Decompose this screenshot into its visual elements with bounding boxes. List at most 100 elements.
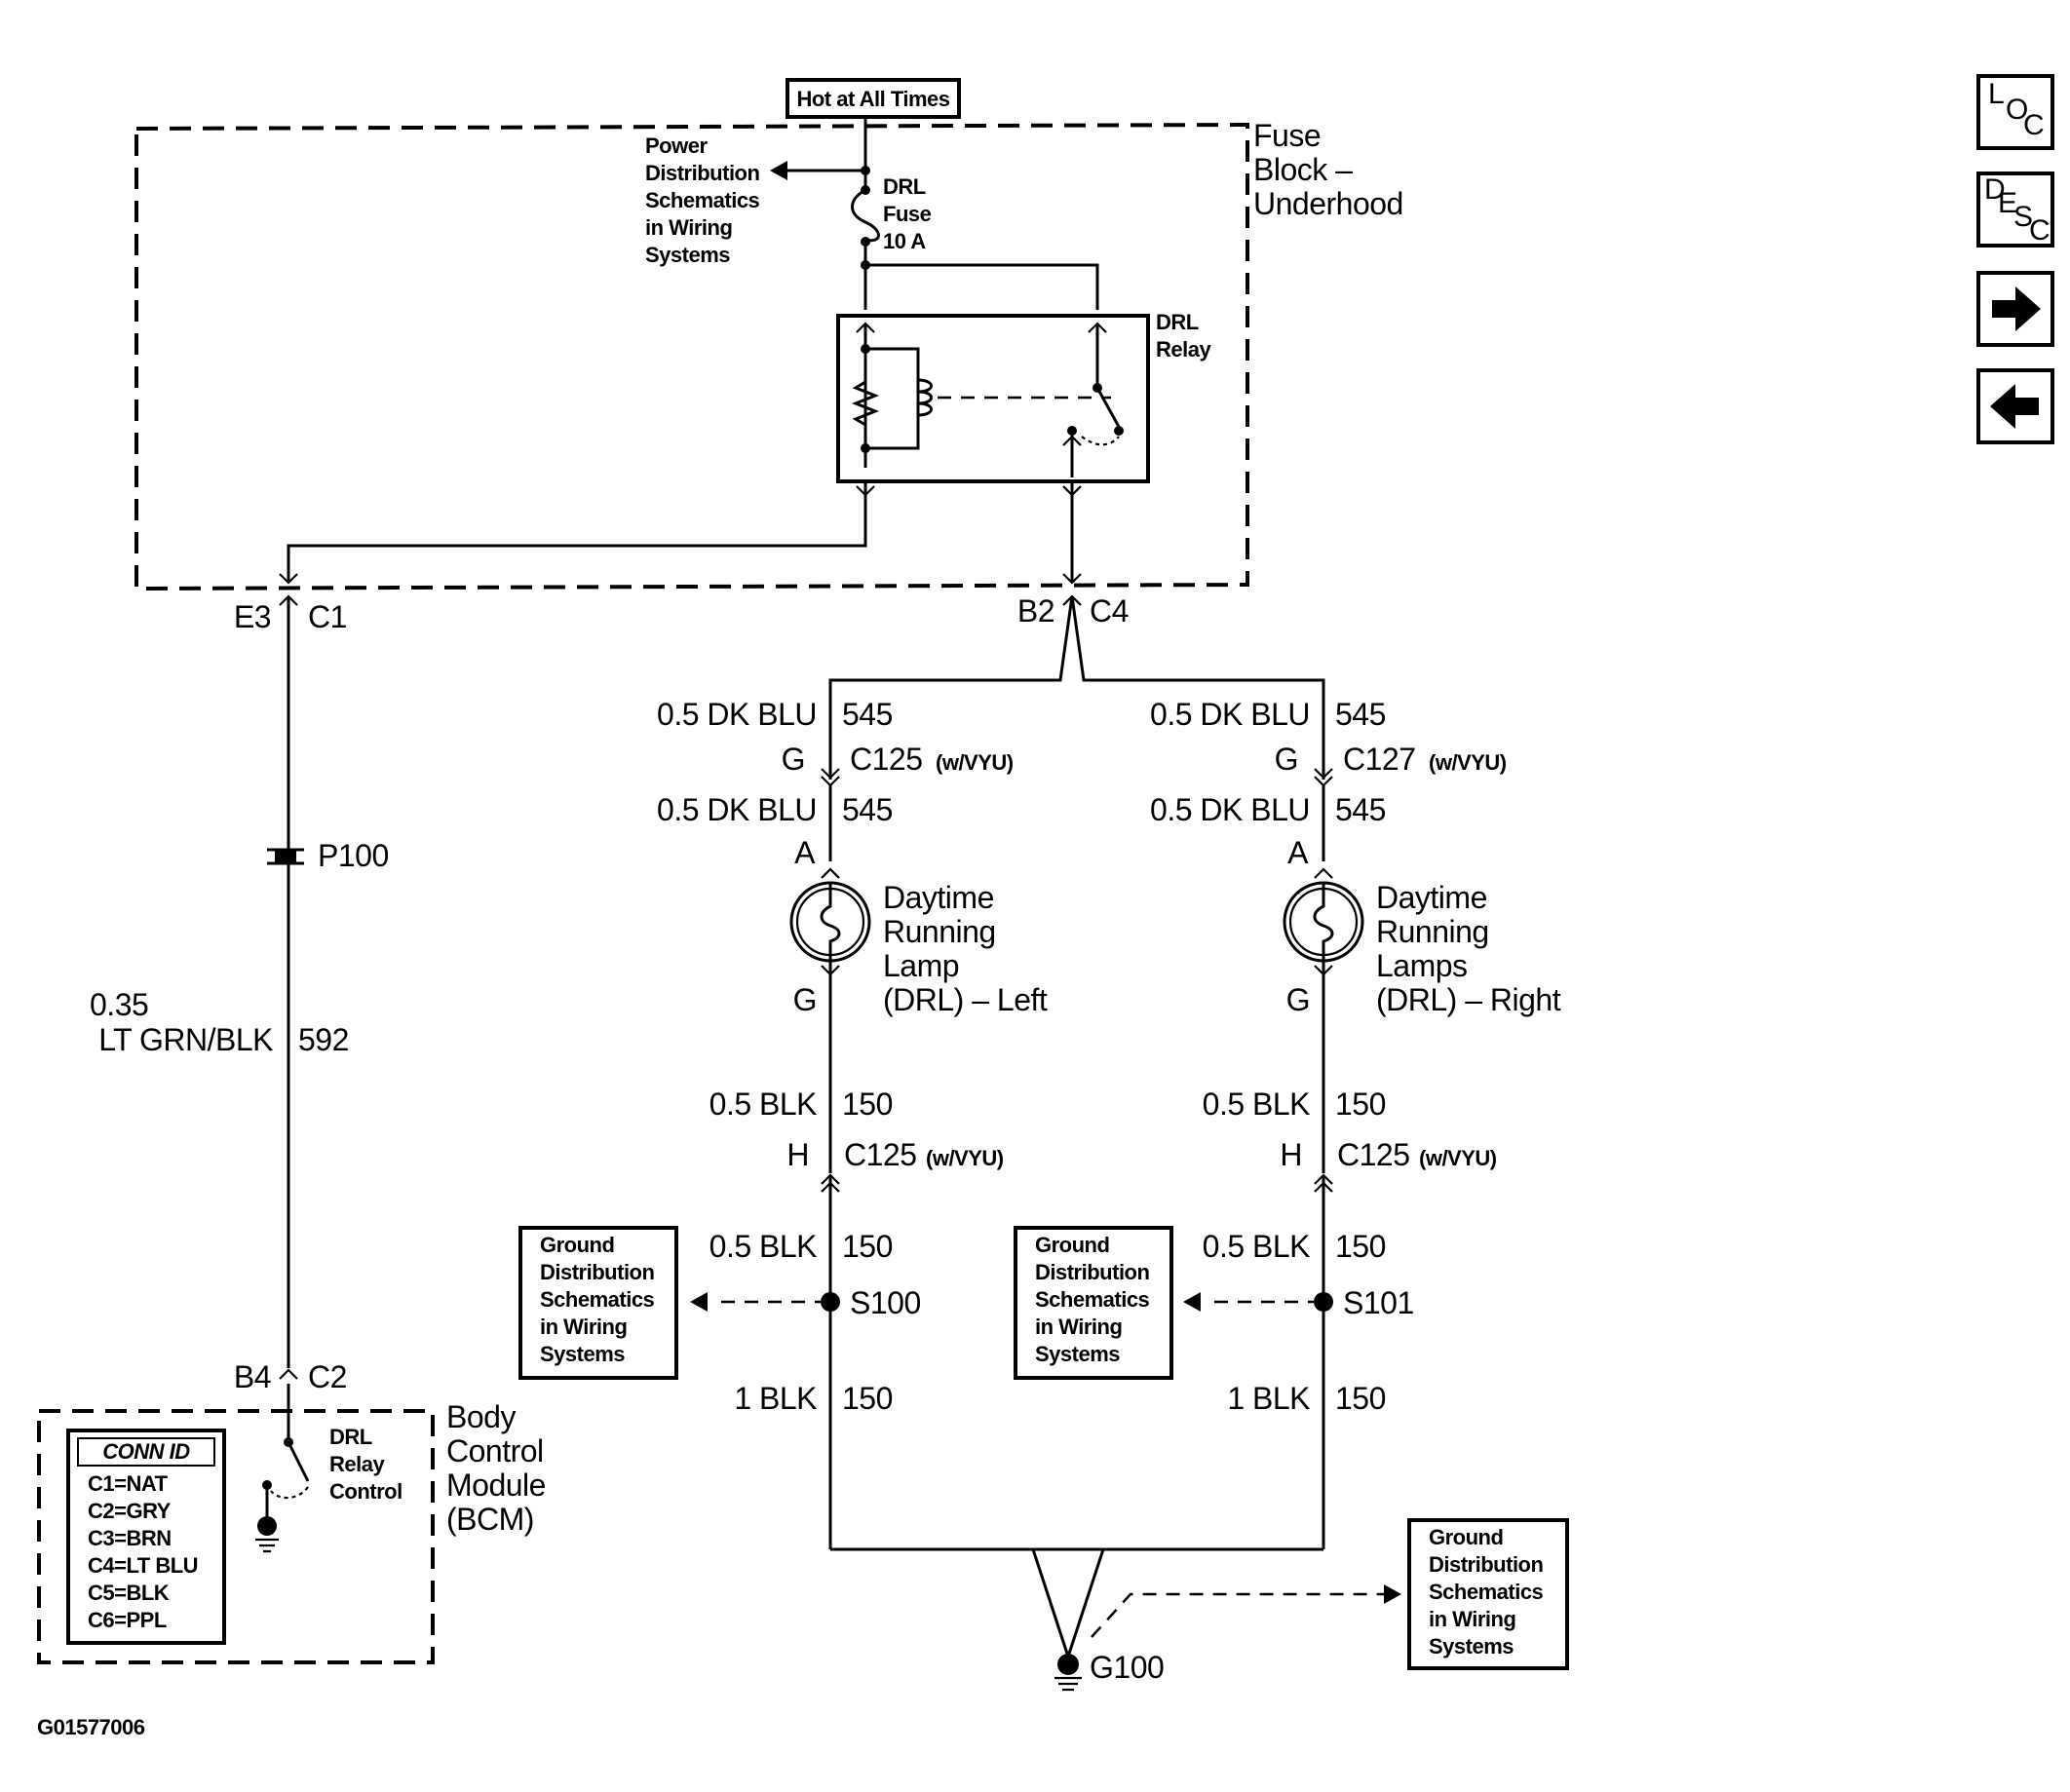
fuse-block-title-2: Block – [1253, 152, 1353, 187]
right-splice: S101 [1343, 1285, 1414, 1320]
forward-button[interactable] [1976, 271, 2054, 347]
right-w5-num: 150 [1335, 1381, 1386, 1416]
right-w3-num: 150 [1335, 1087, 1386, 1122]
right-w4-color: 0.5 BLK [1203, 1229, 1311, 1264]
right-pin-a: A [1287, 835, 1309, 870]
bottom-gd-1: Ground [1429, 1525, 1503, 1549]
arrow-left-icon [770, 161, 787, 180]
wire592-color: LT GRN/BLK [98, 1022, 273, 1057]
wire592-number: 592 [298, 1022, 349, 1057]
left-gd-4: in Wiring [540, 1315, 627, 1339]
svg-text:E: E [1998, 187, 2017, 219]
conn-id-c1: C1=NAT [88, 1471, 169, 1496]
conn-id-c3: C3=BRN [88, 1526, 172, 1550]
drl-relay-control-2: Relay [329, 1452, 385, 1476]
drl-fuse-label-3: 10 A [883, 229, 926, 253]
left-gd-3: Schematics [540, 1287, 655, 1312]
left-lamp-3: Lamp [883, 948, 959, 983]
wire-545-split-right [1070, 595, 1325, 733]
left-w3-color: 0.5 BLK [709, 1087, 818, 1122]
svg-text:C: C [2023, 109, 2044, 141]
drl-relay-control-3: Control [329, 1479, 402, 1504]
left-conn-name: C125 [850, 742, 923, 777]
right-conn2-pin: H [1280, 1137, 1302, 1172]
left-w5-color: 1 BLK [734, 1381, 817, 1416]
power-dist-4: in Wiring [645, 215, 732, 240]
left-drl-branch: 0.5 DK BLU 545 G C125 (w/VYU) 0.5 DK BLU… [518, 697, 1048, 1549]
bcm-title-4: (BCM) [446, 1502, 534, 1537]
right-conn-opt: (w/VYU) [1429, 750, 1507, 775]
wire-592: P100 0.35 LT GRN/BLK 592 [90, 596, 389, 1368]
arrow-left-icon [1990, 384, 2039, 429]
conn-id-c6: C6=PPL [88, 1608, 167, 1632]
left-w2-num: 545 [842, 792, 893, 827]
svg-text:D: D [1984, 173, 2005, 206]
arrow-right-icon [1992, 286, 2041, 331]
splice-s101 [1314, 1292, 1333, 1312]
right-conn2-name: C125 [1337, 1137, 1410, 1172]
right-w4-num: 150 [1335, 1229, 1386, 1264]
right-w2-color: 0.5 DK BLU [1150, 792, 1310, 827]
right-lamp-3: Lamps [1376, 948, 1468, 983]
drl-relay-label-2: Relay [1156, 337, 1211, 362]
drl-fuse-icon [851, 188, 880, 243]
pin-b2: B2 [1017, 593, 1054, 629]
relay-switch-icon [1095, 387, 1121, 428]
right-pin-g: G [1286, 982, 1310, 1017]
left-lamp-1: Daytime [883, 880, 994, 915]
ground-g100: G100 Ground Distribution Schematics in W… [830, 1518, 1569, 1692]
right-gd-3: Schematics [1035, 1287, 1150, 1312]
left-w4-color: 0.5 BLK [709, 1229, 818, 1264]
ground-icon [1057, 1654, 1079, 1675]
left-pin-g: G [793, 982, 817, 1017]
left-w4-num: 150 [842, 1229, 893, 1264]
conn-c2: C2 [308, 1359, 347, 1394]
drl-relay-control-1: DRL [329, 1425, 372, 1449]
p100-label: P100 [318, 838, 389, 873]
drl-fuse-label-1: DRL [883, 174, 926, 199]
bcm-title-3: Module [446, 1468, 546, 1503]
left-lamp-2: Running [883, 914, 996, 949]
desc-button[interactable]: D E S C [1976, 172, 2054, 248]
right-conn2-opt: (w/VYU) [1419, 1146, 1497, 1170]
conn-id-c5: C5=BLK [88, 1581, 170, 1605]
fuse-block-underhood: Hot at All Times Fuse Block – Underhood … [134, 78, 1403, 591]
svg-text:C: C [2029, 214, 2050, 247]
power-dist-3: Schematics [645, 188, 760, 212]
right-w2-num: 545 [1335, 792, 1386, 827]
right-lamp-2: Running [1376, 914, 1489, 949]
right-lamp-4: (DRL) – Right [1376, 982, 1561, 1017]
splice-s100 [821, 1292, 840, 1312]
left-gd-1: Ground [540, 1233, 614, 1257]
bcm-ground-icon [257, 1516, 277, 1536]
right-conn-name: C127 [1343, 742, 1416, 777]
conn-c4: C4 [1090, 593, 1129, 629]
left-pin-a: A [794, 835, 816, 870]
bottom-gd-5: Systems [1429, 1634, 1514, 1659]
right-w1-color: 0.5 DK BLU [1150, 697, 1310, 732]
left-gd-2: Distribution [540, 1260, 654, 1284]
left-w1-num: 545 [842, 697, 893, 732]
right-drl-branch: 0.5 DK BLU 545 G C127 (w/VYU) 0.5 DK BLU… [1014, 697, 1561, 1549]
right-gd-2: Distribution [1035, 1260, 1149, 1284]
left-w2-color: 0.5 DK BLU [657, 792, 817, 827]
fuse-block-title-1: Fuse [1253, 118, 1321, 153]
loc-button[interactable]: L O C [1976, 74, 2054, 150]
right-w5-color: 1 BLK [1227, 1381, 1310, 1416]
svg-text:S: S [2013, 201, 2033, 233]
back-button[interactable] [1976, 368, 2054, 444]
bottom-ground-dist-box [1407, 1518, 1569, 1670]
left-splice: S100 [850, 1285, 921, 1320]
ground-label: G100 [1090, 1650, 1164, 1685]
right-ground-dist-box [1014, 1226, 1173, 1380]
power-dist-1: Power [645, 133, 708, 158]
power-dist-5: Systems [645, 243, 730, 267]
connector-b2-c4: B2 C4 [1017, 572, 1129, 629]
right-gd-1: Ground [1035, 1233, 1109, 1257]
left-conn-opt: (w/VYU) [936, 750, 1014, 775]
right-w1-num: 545 [1335, 697, 1386, 732]
left-lamp-4: (DRL) – Left [883, 982, 1048, 1017]
bottom-gd-3: Schematics [1429, 1580, 1544, 1604]
drl-fuse-label-2: Fuse [883, 202, 932, 226]
right-conn-pin: G [1275, 742, 1298, 777]
